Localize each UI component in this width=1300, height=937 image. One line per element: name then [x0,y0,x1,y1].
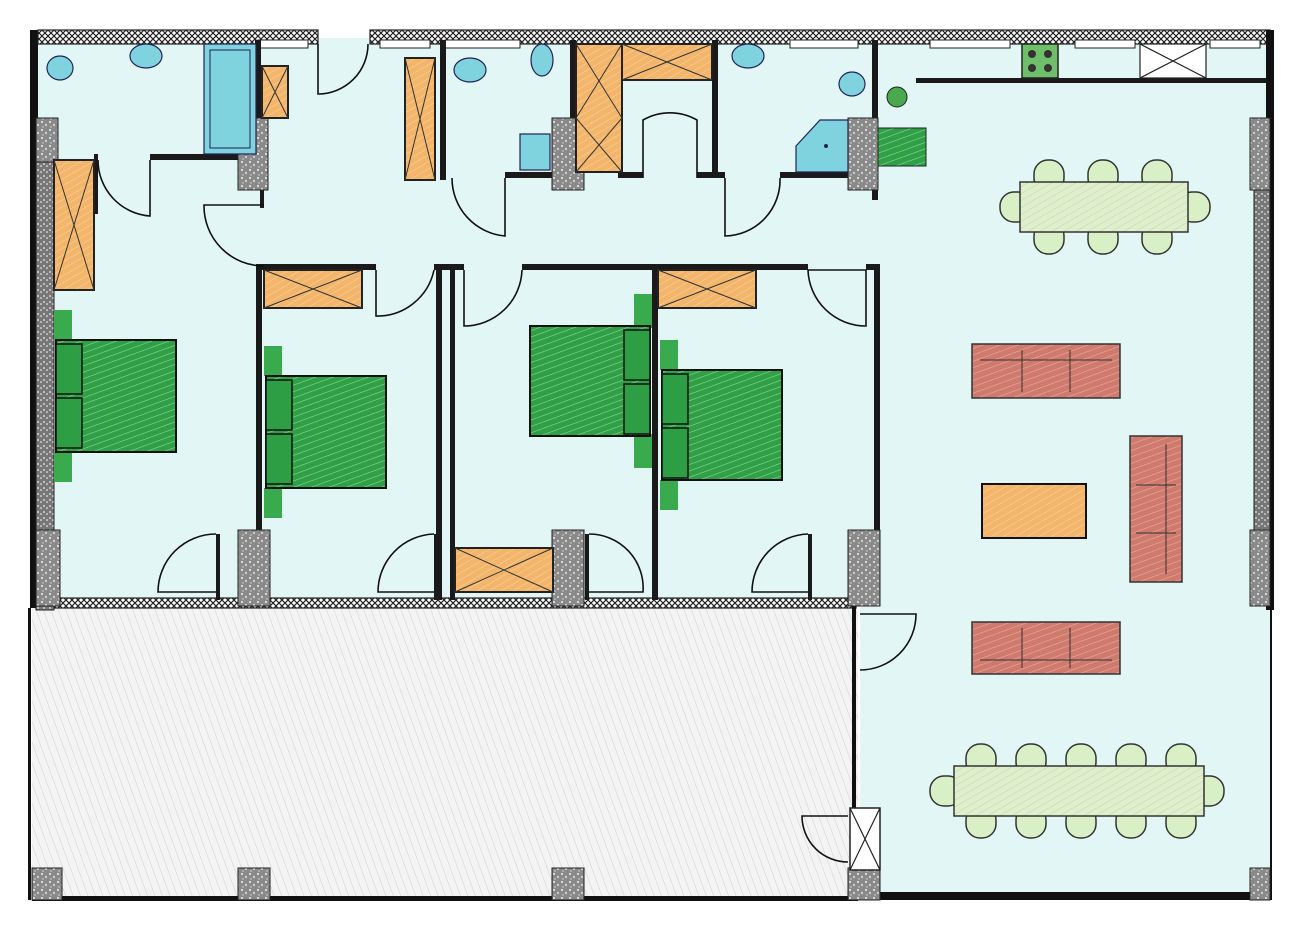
doors [97,43,917,863]
dining-table [1019,181,1189,233]
closet [454,547,554,593]
closet [261,65,289,119]
sofa [971,343,1121,399]
toilet-icon [838,71,866,97]
bathroom-cabinet [519,133,551,171]
closet [657,269,757,309]
closet [53,159,95,291]
door-swing-icon [97,159,151,217]
door-swing-icon [375,269,435,317]
washbasin-icon [731,43,765,69]
washbasin-icon [453,57,487,83]
washbasin-icon [129,43,163,69]
door-swing-icon [463,269,523,327]
door-swing-icon [157,533,217,593]
dining-table [953,765,1205,817]
toilet-icon [530,43,554,77]
closet [621,43,713,81]
dining-set-upper [999,159,1211,255]
storage-box [849,807,881,871]
sofa [1129,435,1183,583]
door-swing-icon [807,269,867,327]
bathroom-fixtures [46,43,866,173]
door-swing-icon [642,111,698,178]
closet [404,57,436,181]
door-swing-icon [751,533,809,593]
bathtub-icon [203,43,257,155]
windows-top [257,39,1261,49]
bed [660,340,783,510]
coffee-table [981,483,1087,539]
bed [54,310,177,482]
plant [886,86,908,108]
bed [529,294,652,468]
dining-set-lower [929,743,1225,839]
closet [575,43,623,173]
door-swing-icon [317,43,369,95]
sofa [971,621,1121,675]
door-swing-icon [451,177,506,237]
toilet-icon [46,55,74,81]
outdoor-terrace [32,608,858,900]
door-swing-icon [724,177,781,237]
stove-icon [1021,43,1059,79]
closet [263,269,363,309]
kitchen [877,43,1207,167]
door-swing-icon [377,533,435,593]
kitchen-counter [877,127,927,167]
door-swing-icon [203,204,265,267]
door-swing-icon [588,533,644,593]
closets [53,43,757,593]
shower-icon [795,119,849,173]
beds [54,294,783,518]
door-swing-icon [859,613,917,671]
door-swing-icon [801,815,849,863]
bed [264,346,387,518]
lounge [971,343,1183,675]
exterior-walls [28,29,1274,901]
